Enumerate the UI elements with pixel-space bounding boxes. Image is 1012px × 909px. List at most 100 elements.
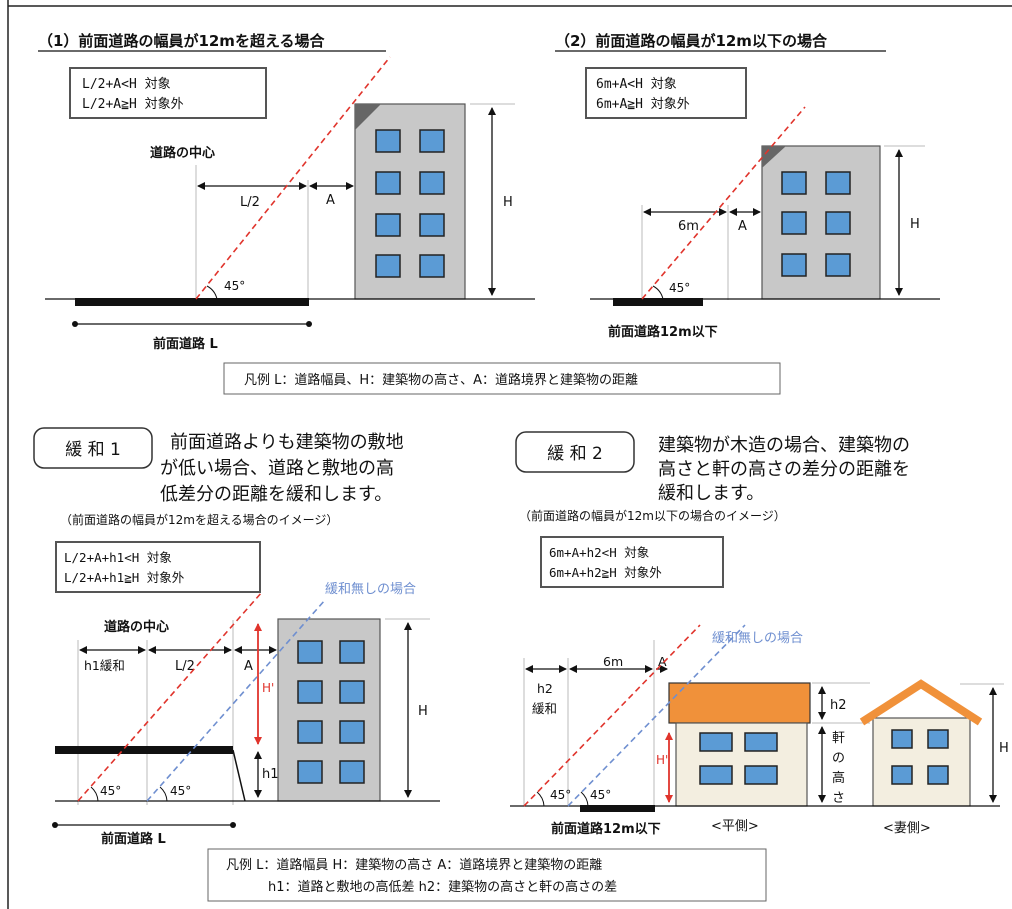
kanwa2-eave-char4: さ [832,791,845,806]
kanwa2-flat-wall [675,722,808,807]
kanwa1-half-label: L/2 [175,659,195,674]
kanwa2-h2-relax-line2: 緩和 [532,701,557,716]
sec1-building-excess [355,104,381,130]
kanwa2-gable-windows [891,729,949,785]
kanwa2-desc-line2: 高さと軒の高さの差分の距離を [658,459,910,480]
sec2-6m-label: 6m [678,219,699,234]
sec1-angle-arc [206,285,218,300]
kanwa2-h2-label: h2 [830,698,847,713]
kanwa2-angle-arc2 [580,791,589,807]
sec1-road-band [75,298,309,306]
sec2-a-label: A [738,219,747,234]
sec2-road-band [613,298,703,306]
kanwa2-note: （前面道路の幅員が12m以下の場合のイメージ） [519,508,786,523]
kanwa2-h2-relax-line1: h2 [537,681,553,696]
kanwa1-center-label: 道路の中心 [104,619,169,635]
kanwa1-desc-line1: 前面道路よりも建築物の敷地 [170,432,404,453]
kanwa2-6m-label: 6m [603,654,623,669]
kanwa2-gable-roof [859,679,983,726]
sec2-h-label: H [910,217,920,232]
sec1-condition-box [69,67,267,119]
kanwa2-angle-arc1 [536,791,545,807]
kanwa1-road-label: 前面道路 L [101,831,166,847]
kanwa1-angle-arc2 [159,786,168,802]
sec1-center-label: 道路の中心 [150,145,215,161]
legend2-line1: 凡例 L：道路幅員 H：建築物の高さ A：道路境界と建築物の距離 [226,857,602,873]
kanwa1-road-band [55,746,233,754]
legend2-line2: h1：道路と敷地の高低差 h2：建築物の高さと軒の高さの差 [268,879,617,895]
kanwa2-eave-char1: 軒 [832,731,845,746]
kanwa2-badge-label: 緩 和 2 [547,444,603,464]
kanwa1-h1-relax-label: h1緩和 [84,658,125,673]
sec1-windows [375,129,445,278]
kanwa2-flat-side-label: <平側> [711,819,759,834]
sec2-road-label: 前面道路12m以下 [608,324,718,340]
kanwa1-road-dim-end [230,822,236,828]
kanwa1-red-slope [77,591,263,802]
kanwa2-hprime-label: H' [656,753,668,767]
sec1-a-label: A [326,193,335,208]
sec2-cond2: 6m+A≧H 対象外 [596,97,690,112]
sec1-slope-line [195,56,391,300]
sec1-road-label: 前面道路 L [153,336,218,352]
kanwa1-cond2: L/2+A+h1≧H 対象外 [64,570,185,585]
sec2-angle-arc [652,285,664,300]
kanwa1-h1-label: h1 [262,767,279,782]
kanwa1-no-relax-label: 緩和無しの場合 [325,582,416,597]
kanwa2-angle-label2: 45° [590,788,611,802]
kanwa1-a-label: A [244,659,253,674]
kanwa2-red-slope [523,624,701,807]
kanwa1-desc-line3: 低差分の距離を緩和します。 [160,484,392,505]
legend2-box [207,848,767,902]
kanwa1-slope-edge [232,749,246,802]
kanwa2-gable-wall [872,717,971,807]
kanwa2-flat-roof [668,682,811,724]
legend1-box [223,362,781,395]
kanwa1-desc-line2: が低い場合、道路と敷地の高 [160,458,394,479]
kanwa1-road-dim-start [52,822,58,828]
kanwa1-angle-label1: 45° [100,784,121,798]
sec1-title: （1）前面道路の幅員が12mを超える場合 [38,32,325,50]
kanwa2-h-label: H [999,741,1009,756]
kanwa2-gable-side-label: <妻側> [883,821,931,836]
kanwa2-eave-char2: の [832,751,845,766]
kanwa2-angle-label1: 45° [550,788,571,802]
sec2-condition-box [585,67,747,119]
sec1-building [354,103,466,300]
kanwa2-blue-slope [567,624,746,807]
kanwa1-cond1: L/2+A+h1<H 対象 [64,550,172,565]
kanwa2-flat-windows [699,732,778,785]
kanwa2-cond2: 6m+A+h2≧H 対象外 [549,565,662,580]
kanwa2-desc-line3: 緩和します。 [658,483,764,504]
kanwa1-blue-slope [146,599,326,802]
sec2-angle-label: 45° [669,281,690,295]
kanwa1-badge [33,427,153,469]
sec1-cond2: L/2+A≧H 対象外 [82,97,184,112]
sec2-cond1: 6m+A<H 対象 [596,77,677,92]
kanwa2-desc-line1: 建築物が木造の場合、建築物の [658,435,910,456]
kanwa2-eave-char3: 高 [832,770,845,786]
kanwa2-cond1: 6m+A+h2<H 対象 [549,545,649,560]
kanwa1-condition-box [55,541,261,593]
kanwa1-note: （前面道路の幅員が12mを超える場合のイメージ） [60,512,338,527]
kanwa2-no-relax-label: 緩和無しの場合 [712,631,803,646]
kanwa1-angle-label2: 45° [170,784,191,798]
kanwa2-a-label: A [658,654,667,669]
kanwa2-badge [515,431,635,473]
sec2-building [761,145,881,300]
sec1-road-dim-end [306,321,312,327]
sec1-road-dim-start [72,321,78,327]
sec1-h-label: H [503,195,513,210]
kanwa1-angle-arc1 [90,786,99,802]
sec2-title: （2）前面道路の幅員が12m以下の場合 [555,32,828,50]
sec1-cond1: L/2+A<H 対象 [82,77,171,92]
kanwa2-condition-box [540,536,724,588]
kanwa1-hprime-label: H' [262,681,274,695]
sec2-slope-line [641,106,806,300]
kanwa1-h-label: H [418,704,428,719]
sec1-angle-label: 45° [224,279,245,293]
kanwa1-windows [297,640,365,784]
legend1-text: 凡例 L：道路幅員、H：建築物の高さ、A：道路境界と建築物の距離 [244,372,638,388]
kanwa2-road-band [580,805,655,812]
